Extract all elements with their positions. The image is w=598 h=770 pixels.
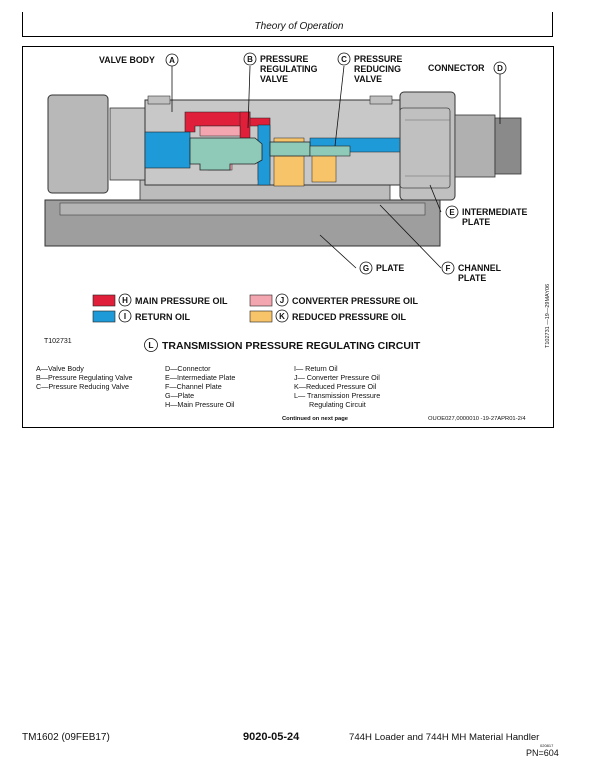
callout-e-circle <box>445 205 459 219</box>
footer-center: 9020-05-24 <box>243 731 300 743</box>
figure-side-code: T102731 —19—29MAY06 <box>545 284 551 348</box>
footer-page: PN=604 <box>526 748 559 758</box>
left-collar <box>109 107 151 181</box>
footer-right: 744H Loader and 744H MH Material Handler <box>349 732 540 743</box>
caption-item: J— Converter Pressure Oil <box>294 373 380 382</box>
callout-c-line1: PRESSURE <box>354 54 403 64</box>
caption-col-3: I— Return Oil J— Converter Pressure Oil … <box>294 364 380 409</box>
reducing-spool <box>269 141 311 157</box>
connector-plug <box>454 114 496 178</box>
valve-diagram: VALVE BODY A B PRESSURE REGULATING VALVE… <box>44 52 551 352</box>
caption-item: E—Intermediate Plate <box>165 373 236 382</box>
callout-b-line3: VALVE <box>260 74 288 84</box>
caption-item: L— Transmission Pressure <box>294 391 381 400</box>
figure-id: T102731 <box>44 338 72 345</box>
body-top-bump <box>369 95 393 105</box>
footer-small-code: 020817 <box>540 743 554 748</box>
callout-a-circle <box>165 53 179 67</box>
legend-label-reduced: REDUCED PRESSURE OIL <box>292 312 407 322</box>
callout-e-letter: E <box>449 208 455 217</box>
caption-item: A—Valve Body <box>36 364 84 373</box>
callout-plate-label: PLATE <box>376 263 404 273</box>
callout-a-letter: A <box>169 56 175 65</box>
callout-c-letter: C <box>341 55 347 64</box>
figure-box <box>22 46 554 428</box>
callout-g-circle <box>359 261 373 275</box>
caption-item: B—Pressure Regulating Valve <box>36 373 133 382</box>
doc-code: OUOE027,0000010 -19-27APR01-2/4 <box>428 416 526 422</box>
callout-c-circle <box>337 52 351 66</box>
header-rule-left <box>22 12 23 36</box>
callout-b-line1: PRESSURE <box>260 54 309 64</box>
header-rule-bottom <box>22 36 553 37</box>
return-oil-left <box>144 131 191 169</box>
legend: H MAIN PRESSURE OIL J CONVERTER PRESSURE… <box>92 293 419 323</box>
callout-b-letter: B <box>247 55 253 64</box>
callout-d-circle <box>493 61 507 75</box>
leader-lines <box>171 65 501 269</box>
caption-item: Regulating Circuit <box>309 400 366 409</box>
solenoid-coil <box>399 107 451 189</box>
figure-title: TRANSMISSION PRESSURE REGULATING CIRCUIT <box>162 340 421 352</box>
caption-item: F—Channel Plate <box>165 382 222 391</box>
legend-label-main: MAIN PRESSURE OIL <box>135 296 228 306</box>
callout-f-line2: PLATE <box>458 273 486 283</box>
continued-note: Continued on next page <box>282 416 349 422</box>
regulating-spool <box>189 137 263 171</box>
header-rule-right <box>552 12 553 36</box>
legend-swatch-reduced <box>249 310 273 323</box>
legend-label-return: RETURN OIL <box>135 312 191 322</box>
callout-connector-label: CONNECTOR <box>428 63 485 73</box>
callout-c-line3: VALVE <box>354 74 382 84</box>
legend-letter-j: J <box>280 296 284 305</box>
reduced-pressure-passage <box>311 151 337 183</box>
callout-g-letter: G <box>363 264 369 273</box>
connector-tip <box>494 117 522 175</box>
callout-f-letter: F <box>446 264 451 273</box>
callout-valve-body-label: VALVE BODY <box>99 55 155 65</box>
callout-e-line1: INTERMEDIATE <box>462 207 527 217</box>
page-header-title: Theory of Operation <box>254 21 344 32</box>
left-end-cap <box>47 94 109 194</box>
title-letter-circle <box>144 338 158 352</box>
converter-passage <box>199 125 241 137</box>
callout-d-letter: D <box>497 64 503 73</box>
legend-label-converter: CONVERTER PRESSURE OIL <box>292 296 419 306</box>
caption-item: D—Connector <box>165 364 211 373</box>
legend-letter-i: I <box>124 312 126 321</box>
callout-f-circle <box>441 261 455 275</box>
caption-col-1: A—Valve Body B—Pressure Regulating Valve… <box>36 364 133 391</box>
caption-item: H—Main Pressure Oil <box>165 400 235 409</box>
callout-e-line2: PLATE <box>462 217 490 227</box>
caption-item: G—Plate <box>165 391 195 400</box>
caption-item: K—Reduced Pressure Oil <box>294 382 377 391</box>
caption-item: I— Return Oil <box>294 364 338 373</box>
legend-letter-k: K <box>279 312 285 321</box>
figure-title-letter: L <box>148 340 153 350</box>
legend-swatch-main <box>92 294 116 307</box>
plate-inner <box>59 202 426 216</box>
callout-b-line2: REGULATING <box>260 64 318 74</box>
legend-swatch-return <box>92 310 116 323</box>
caption-col-2: D—Connector E—Intermediate Plate F—Chann… <box>165 364 235 409</box>
caption-item: C—Pressure Reducing Valve <box>36 382 129 391</box>
callout-b-circle <box>243 52 257 66</box>
legend-swatch-converter <box>249 294 273 307</box>
legend-letter-h: H <box>122 296 128 305</box>
body-top-bump <box>147 95 171 105</box>
reducing-spool-stem <box>309 145 351 157</box>
footer-left: TM1602 (09FEB17) <box>22 732 110 743</box>
callout-f-line1: CHANNEL <box>458 263 502 273</box>
callout-c-line2: REDUCING <box>354 64 401 74</box>
